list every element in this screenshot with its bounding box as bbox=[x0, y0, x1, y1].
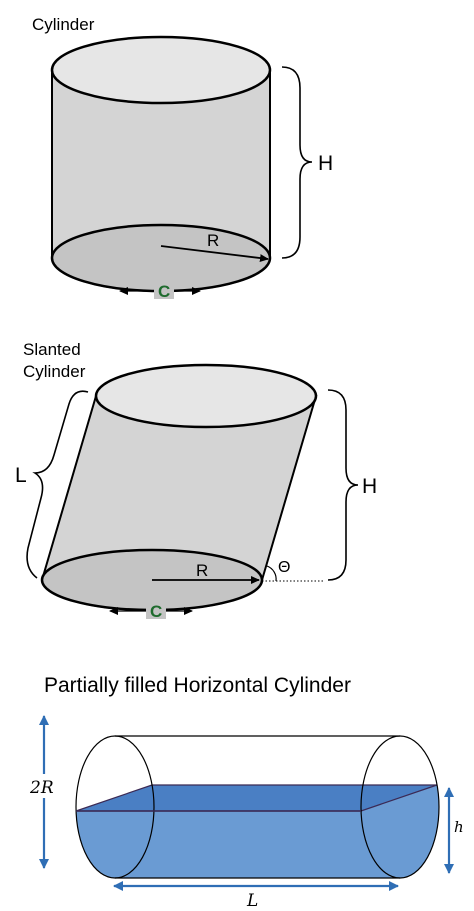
slanted-height-brace bbox=[327, 389, 359, 581]
cylinder-top bbox=[50, 35, 272, 105]
horizontal-cylinder-figure: Partially filled Horizontal Cylinder 2R … bbox=[28, 674, 468, 911]
horizontal-diameter-label: 2R bbox=[29, 778, 54, 798]
cylinder-height-label: H bbox=[318, 152, 333, 175]
slanted-title-line1: Slanted bbox=[23, 340, 81, 359]
cylinder-height-brace bbox=[281, 66, 313, 259]
horizontal-fill-body bbox=[76, 811, 400, 879]
slanted-title-line2: Cylinder bbox=[23, 362, 86, 381]
cylinder-radius-arrow bbox=[160, 245, 269, 263]
horizontal-length-label: L bbox=[246, 891, 258, 911]
slanted-cylinder-figure: Slanted Cylinder R Θ C L H bbox=[15, 340, 377, 621]
slanted-angle-label: Θ bbox=[278, 559, 290, 576]
slanted-circumference-label: C bbox=[150, 602, 162, 621]
cylinder-title: Cylinder bbox=[32, 15, 95, 34]
cylinder-radius-label: R bbox=[207, 231, 219, 250]
slanted-length-label: L bbox=[15, 464, 27, 487]
horizontal-title: Partially filled Horizontal Cylinder bbox=[44, 674, 351, 697]
horizontal-fill-right-cap bbox=[361, 785, 439, 879]
cylinder-circumference-label: C bbox=[158, 282, 170, 301]
horizontal-fill-height-label: h bbox=[454, 818, 464, 836]
slanted-cylinder-top bbox=[94, 363, 318, 429]
slanted-height-label: H bbox=[362, 475, 377, 498]
slanted-radius-label: R bbox=[196, 561, 208, 580]
slanted-angle-arc bbox=[266, 565, 277, 582]
cylinder-figure: Cylinder R C H bbox=[32, 15, 333, 301]
slanted-length-brace bbox=[26, 390, 89, 579]
